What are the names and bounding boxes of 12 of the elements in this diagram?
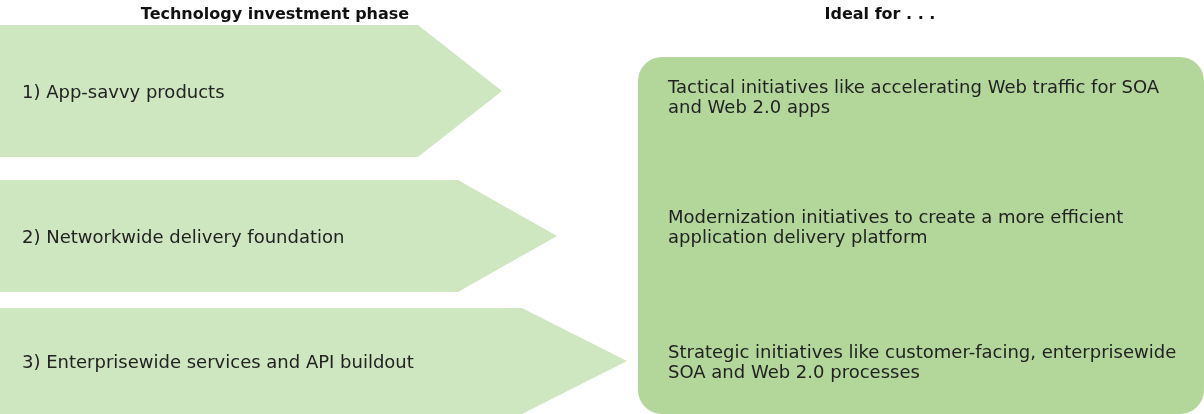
- arrow-shape: [0, 25, 502, 157]
- phase-label: 3) Enterprisewide services and API buildout: [22, 350, 414, 372]
- use-case-text: Strategic initiatives like customer-facing, enterprisewide SOA and Web 2.0 processes: [668, 342, 1178, 382]
- phase-label: 2) Networkwide delivery foundation: [22, 225, 345, 247]
- use-case-text: Tactical initiatives like accelerating Web traffic for SOA and Web 2.0 apps: [668, 77, 1161, 117]
- phase-label: 1) App-savvy products: [22, 80, 225, 102]
- column-heading: Ideal for . . .: [824, 4, 936, 23]
- use-case-text: Modernization initiatives to create a more efficient application delivery platform: [668, 207, 1125, 247]
- column-heading: Technology investment phase: [140, 4, 410, 23]
- arrow-shape: [0, 180, 557, 292]
- arrow-shape: [0, 308, 627, 414]
- rounded-panel: [638, 57, 1204, 414]
